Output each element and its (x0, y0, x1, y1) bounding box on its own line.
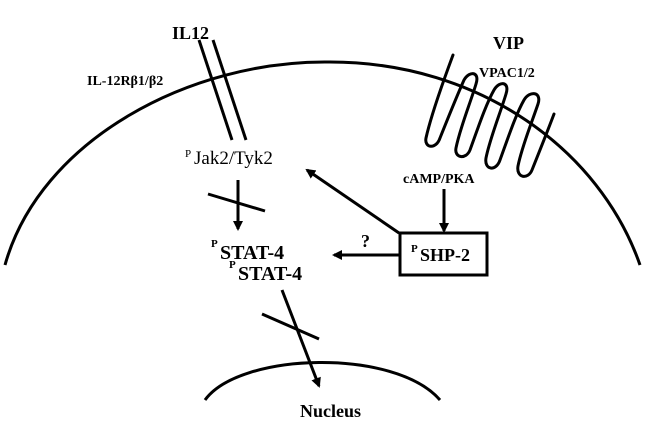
shp2-phospho-prefix: P (411, 243, 418, 255)
shp2-to-jak-arrow (305, 168, 400, 235)
stat4-label-1: P STAT-4 (211, 238, 284, 264)
stat4-1-text: STAT-4 (220, 242, 284, 264)
nucleus-label: Nucleus (300, 401, 361, 421)
vpac-receptor-icon (424, 53, 556, 178)
shp2-box (398, 231, 489, 277)
shp2-label: P SHP-2 (411, 243, 470, 265)
jak-label-text: Jak2/Tyk2 (194, 148, 273, 169)
nucleus-membrane (203, 361, 442, 401)
il12-receptor-icon (197, 39, 248, 141)
stat-to-nucleus-arrow (280, 289, 321, 388)
jak-phospho-prefix: P (185, 148, 191, 160)
question-mark-label: ? (361, 231, 370, 251)
camp-pka-label: cAMP/PKA (403, 172, 475, 187)
jak-tyk-label: P Jak2/Tyk2 (185, 148, 273, 169)
stat4-label-2: P STAT-4 (229, 259, 302, 285)
stat-nucleus-block-mark (261, 312, 320, 341)
stat4-2-text: STAT-4 (238, 263, 302, 285)
stat4-2-phospho-prefix: P (229, 259, 236, 271)
vpac-label: VPAC1/2 (479, 66, 535, 81)
shp2-label-text: SHP-2 (420, 245, 470, 265)
receptor-label: IL-12Rβ1/β2 (87, 74, 163, 89)
stat4-1-phospho-prefix: P (211, 238, 218, 250)
cell-membrane (3, 60, 642, 266)
il12-label: IL12 (172, 23, 209, 43)
vip-label: VIP (493, 33, 524, 53)
jak-stat-block-mark (207, 192, 266, 213)
